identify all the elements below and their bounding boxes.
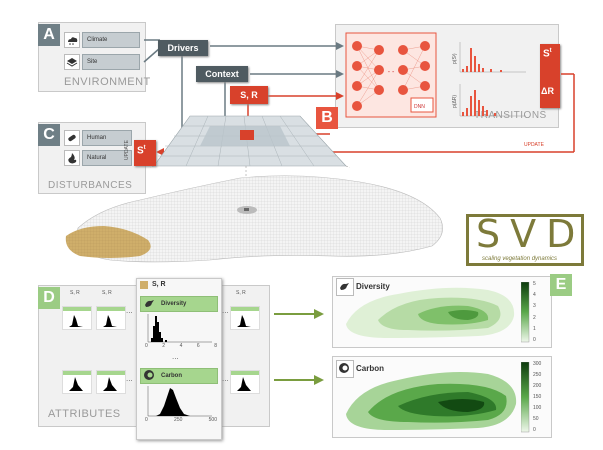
carbon-icon (144, 370, 154, 380)
section-letter-e: E (550, 274, 572, 296)
svg-text:- -: - - (388, 69, 395, 76)
natural-chip[interactable]: Natural (82, 150, 132, 166)
mini-histogram-3 (230, 306, 260, 330)
carbon-bar-label: Carbon (161, 373, 182, 379)
diversity-bar[interactable]: Diversity (140, 296, 218, 312)
natural-label: Natural (87, 155, 107, 161)
map-arrows (274, 309, 324, 385)
mini-cell-label-3: S, R (236, 290, 246, 296)
local-grid (150, 115, 350, 188)
carbon-icon-map (339, 363, 349, 373)
drivers-label[interactable]: Drivers (158, 40, 208, 56)
section-letter-d: D (38, 287, 60, 309)
diversity-map-label: Diversity (356, 282, 390, 291)
svd-logo-subtitle: scaling vegetation dynamics (482, 256, 558, 262)
climate-chip[interactable]: Climate (82, 32, 140, 48)
cell-swatch (140, 281, 148, 289)
dnn-label: DNN (414, 104, 425, 110)
layers-icon (64, 54, 80, 70)
bird-icon (145, 300, 154, 307)
mini-histogram-1 (62, 306, 92, 330)
ellipsis-4: ... (222, 374, 229, 383)
climate-label: Climate (87, 37, 108, 43)
diversity-histogram (147, 314, 212, 343)
mini-cell-label-2: S, R (102, 290, 112, 296)
state-output-label: St (543, 48, 552, 60)
pill-icon (64, 130, 80, 146)
cloud-icon (64, 32, 80, 48)
section-letter-c: C (38, 124, 60, 146)
site-label: Site (87, 59, 98, 65)
disturbances-caption: DISTURBANCES (48, 180, 133, 191)
card-ellipsis: ... (172, 352, 179, 361)
carbon-map (346, 372, 517, 430)
carbon-bar[interactable]: Carbon (140, 368, 218, 384)
fire-icon (64, 150, 80, 166)
cell-label: S, R (152, 281, 166, 288)
carbon-colorbar (521, 362, 530, 433)
transitions-caption: TRANSITIONS (474, 110, 547, 121)
state-output-box (540, 44, 560, 108)
svd-logo (466, 214, 584, 266)
environment-caption: ENVIRONMENT (64, 76, 151, 88)
sr-label[interactable]: S, R (230, 86, 268, 104)
section-letter-a: A (38, 24, 60, 46)
mini-histogram-4 (62, 370, 92, 394)
svd-logo-text: SVD (476, 212, 586, 256)
ellipsis-2: ... (222, 306, 229, 315)
dnn-network: - - (345, 32, 437, 118)
disturbance-state-label: St (137, 145, 146, 157)
bird-icon-map (340, 283, 349, 290)
diversity-map (346, 287, 515, 338)
context-label[interactable]: Context (196, 66, 248, 82)
landscape-grid (65, 175, 443, 263)
delta-output-label: ΔR (541, 86, 554, 96)
human-chip[interactable]: Human (82, 130, 132, 146)
section-letter-b: B (316, 107, 338, 129)
disturbance-update-label: UPDATE (124, 140, 130, 160)
attributes-caption: ATTRIBUTES (48, 408, 121, 420)
diversity-colorbar (521, 282, 530, 343)
mini-histogram-5 (96, 370, 126, 394)
ellipsis-1: ... (126, 306, 133, 315)
ellipsis-3: ... (126, 374, 133, 383)
disturbance-state-box (134, 140, 156, 166)
diversity-bar-label: Diversity (161, 301, 187, 307)
update-label-top: UPDATE (524, 142, 544, 148)
human-label: Human (87, 135, 107, 141)
transition-histograms (459, 42, 526, 117)
site-chip[interactable]: Site (82, 54, 140, 70)
carbon-map-label: Carbon (356, 364, 384, 373)
carbon-histogram (147, 386, 212, 417)
mini-histogram-6 (230, 370, 260, 394)
mini-histogram-2 (96, 306, 126, 330)
mini-cell-label-1: S, R (70, 290, 80, 296)
